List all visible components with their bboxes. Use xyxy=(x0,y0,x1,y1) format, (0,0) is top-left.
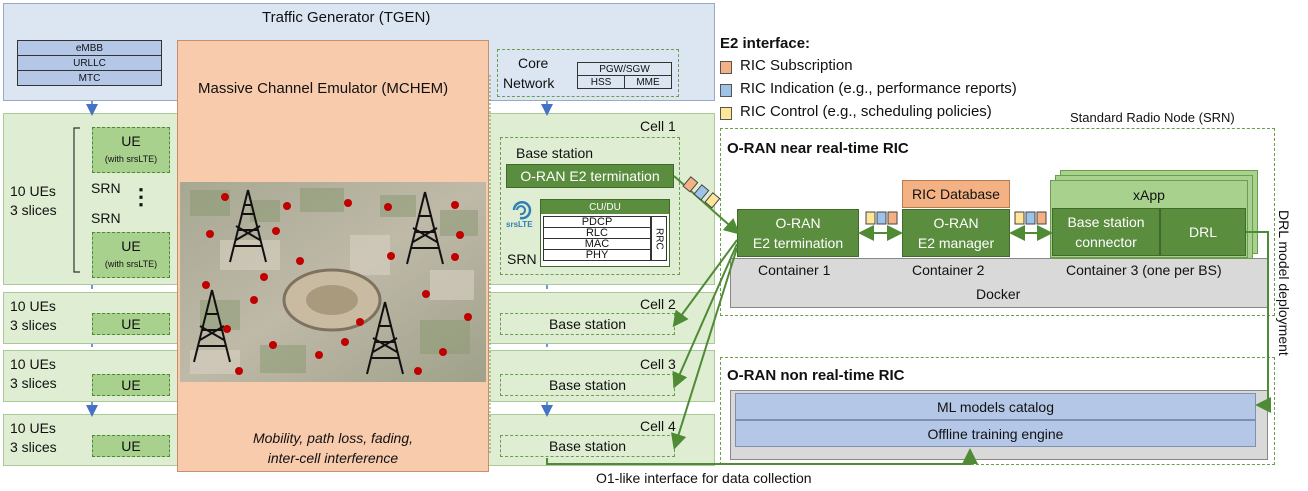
core-mme: MME xyxy=(624,75,672,89)
core-label-2: Network xyxy=(503,75,555,91)
srn-label-ue-top: SRN xyxy=(91,180,121,196)
docker-label: Docker xyxy=(976,286,1021,302)
ue-group-4-count: 10 UEs xyxy=(10,420,56,436)
ue-group-3-count: 10 UEs xyxy=(10,356,56,372)
near-rt-e2-termination: O-RAN E2 termination xyxy=(737,209,859,257)
cell-1-bs-label: Base station xyxy=(516,145,594,161)
ue-1-top: UE (with srsLTE) xyxy=(92,127,170,173)
cell-1-cu-du: CU/DU PDCP RLC MAC PHY RRC xyxy=(540,199,670,267)
ue-group-1-count: 10 UEs xyxy=(10,183,56,199)
ric-database: RIC Database xyxy=(902,180,1010,208)
stack-phy: PHY xyxy=(543,249,651,261)
cell-2-bs: Base station xyxy=(500,313,675,335)
legend-control: RIC Control (e.g., scheduling policies) xyxy=(740,103,992,120)
legend-swatch-subscription xyxy=(720,61,732,74)
xapp-title: xApp xyxy=(1133,187,1165,203)
mchem-caption-2: inter-cell interference xyxy=(267,450,399,466)
mchem-box xyxy=(177,40,489,472)
cell-4-label: Cell 4 xyxy=(640,418,676,434)
container-2-label: Container 2 xyxy=(912,262,985,278)
ue-group-2-count: 10 UEs xyxy=(10,298,56,314)
ue-2: UE xyxy=(92,313,170,335)
slice-mtc: MTC xyxy=(17,70,162,86)
near-rt-title: O-RAN near real-time RIC xyxy=(727,140,909,157)
mchem-title: Massive Channel Emulator (MCHEM) xyxy=(198,80,449,97)
container-1-label: Container 1 xyxy=(758,262,831,278)
ue-1-bottom: UE (with srsLTE) xyxy=(92,232,170,278)
stack-rrc: RRC xyxy=(651,216,667,261)
ue-ellipsis: ⋮ xyxy=(130,184,152,209)
e2-manager: O-RAN E2 manager xyxy=(902,209,1010,257)
srn-caption: Standard Radio Node (SRN) xyxy=(1070,110,1235,125)
cell-3-label: Cell 3 xyxy=(640,356,676,372)
cu-du-header: CU/DU xyxy=(541,200,669,214)
cell-1-srn-label: SRN xyxy=(507,251,537,267)
cell-1-e2-termination: O-RAN E2 termination xyxy=(506,164,674,188)
bs-connector: Base station connector xyxy=(1052,208,1160,256)
ml-models-catalog: ML models catalog xyxy=(735,393,1256,420)
offline-training-engine: Offline training engine xyxy=(735,420,1256,447)
ue-group-2-slices: 3 slices xyxy=(10,317,57,333)
srslte-logo: srsLTE xyxy=(506,198,540,232)
srn-label-ue-bottom: SRN xyxy=(91,210,121,226)
ue-3: UE xyxy=(92,374,170,396)
cell-3-bs: Base station xyxy=(500,374,675,396)
mchem-caption-1: Mobility, path loss, fading, xyxy=(252,430,414,446)
slice-embb: eMBB xyxy=(17,40,162,56)
legend-swatch-control xyxy=(720,107,732,120)
srslte-icon xyxy=(512,201,532,220)
non-rt-title: O-RAN non real-time RIC xyxy=(727,367,905,384)
container-3-label: Container 3 (one per BS) xyxy=(1066,262,1222,278)
core-hss: HSS xyxy=(577,75,625,89)
drl-deploy-label: DRL model deployment xyxy=(1276,210,1292,356)
ue-group-4-slices: 3 slices xyxy=(10,439,57,455)
ue-group-3-slices: 3 slices xyxy=(10,375,57,391)
core-label-1: Core xyxy=(518,55,549,71)
legend-indication: RIC Indication (e.g., performance report… xyxy=(740,80,1017,97)
tgen-title: Traffic Generator (TGEN) xyxy=(262,9,431,26)
cell-4-bs: Base station xyxy=(500,435,675,457)
cell-2-label: Cell 2 xyxy=(640,296,676,312)
legend-subscription: RIC Subscription xyxy=(740,57,853,74)
legend-title: E2 interface: xyxy=(720,35,811,52)
core-network-box xyxy=(497,49,679,97)
slice-urllc: URLLC xyxy=(17,55,162,71)
ue-4: UE xyxy=(92,435,170,457)
cell-1-label: Cell 1 xyxy=(640,118,676,134)
core-pgw-sgw: PGW/SGW xyxy=(577,62,672,76)
o1-interface-label: O1-like interface for data collection xyxy=(596,470,812,486)
legend-swatch-indication xyxy=(720,84,732,97)
drl-box: DRL xyxy=(1160,208,1246,256)
ue-group-1-slices: 3 slices xyxy=(10,202,57,218)
